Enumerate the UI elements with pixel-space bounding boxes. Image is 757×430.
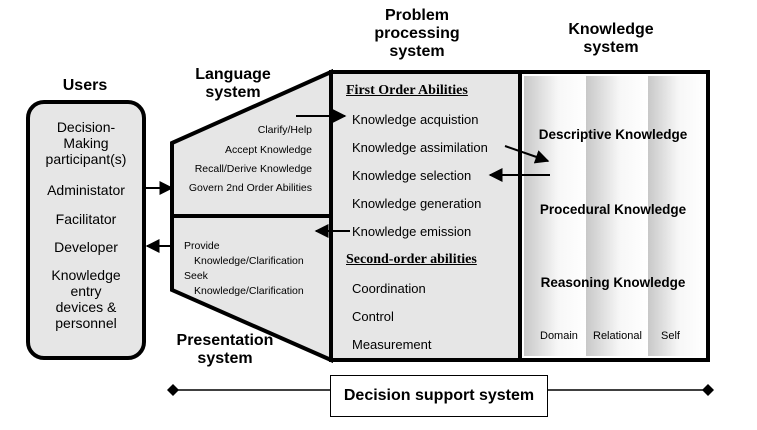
second-order-heading: Second-order abilities	[346, 252, 477, 267]
first-order-item: Knowledge generation	[352, 196, 482, 211]
users-item: personnel	[55, 315, 117, 331]
knowledge-column-domain	[524, 76, 586, 356]
problem-processing-title: Problem processing system	[374, 7, 460, 60]
knowledge-item: Procedural Knowledge	[539, 202, 687, 217]
knowledge-item: Descriptive Knowledge	[538, 127, 688, 142]
language-system-panel: Clarify/Help Accept Knowledge Recall/Der…	[176, 0, 312, 216]
language-system-title: Language system	[195, 66, 271, 101]
first-order-item: Knowledge emission	[352, 224, 472, 239]
knowledge-column-label: Self	[661, 330, 680, 342]
second-order-item: Control	[352, 309, 394, 324]
assimilation-to-knowledge-arrow	[504, 145, 550, 164]
users-item: participant(s)	[45, 151, 127, 167]
presentation-item: Seek	[184, 270, 208, 282]
users-item: Administator	[47, 182, 125, 198]
first-order-heading: First Order Abilities	[346, 83, 468, 98]
users-item: Making	[63, 135, 109, 151]
language-item: Accept Knowledge	[225, 144, 312, 156]
users-title: Users	[62, 77, 108, 94]
language-item: Recall/Derive Knowledge	[194, 163, 312, 175]
language-item: Clarify/Help	[257, 124, 312, 136]
second-order-item: Coordination	[352, 281, 426, 296]
decision-support-system-label: Decision support system	[330, 375, 548, 417]
users-item: devices &	[55, 299, 117, 315]
knowledge-item: Reasoning Knowledge	[540, 275, 686, 290]
first-order-item: Knowledge assimilation	[352, 140, 488, 155]
first-order-item: Knowledge selection	[352, 168, 472, 183]
presentation-item: Knowledge/Clarification	[194, 255, 304, 267]
second-order-item: Measurement	[352, 337, 432, 352]
knowledge-column-self	[648, 76, 704, 356]
presentation-item: Provide	[184, 240, 220, 252]
first-order-item: Knowledge acquistion	[352, 112, 479, 127]
presentation-item: Knowledge/Clarification	[194, 285, 304, 297]
knowledge-column-label: Relational	[593, 330, 642, 342]
users-item: Knowledge	[51, 267, 121, 283]
users-box: Decision- Making participant(s) Administ…	[26, 100, 146, 360]
knowledge-system-title: Knowledge system	[568, 21, 654, 56]
knowledge-column-relational	[586, 76, 648, 356]
language-item: Govern 2nd Order Abilities	[188, 182, 312, 194]
problem-processing-box	[329, 70, 522, 362]
users-item: Decision-	[56, 119, 116, 135]
presentation-system-title: Presentation system	[176, 332, 274, 367]
users-item: Facilitator	[55, 211, 117, 227]
users-item: Developer	[54, 239, 118, 255]
users-item: entry	[70, 283, 102, 299]
knowledge-column-label: Domain	[540, 330, 578, 342]
